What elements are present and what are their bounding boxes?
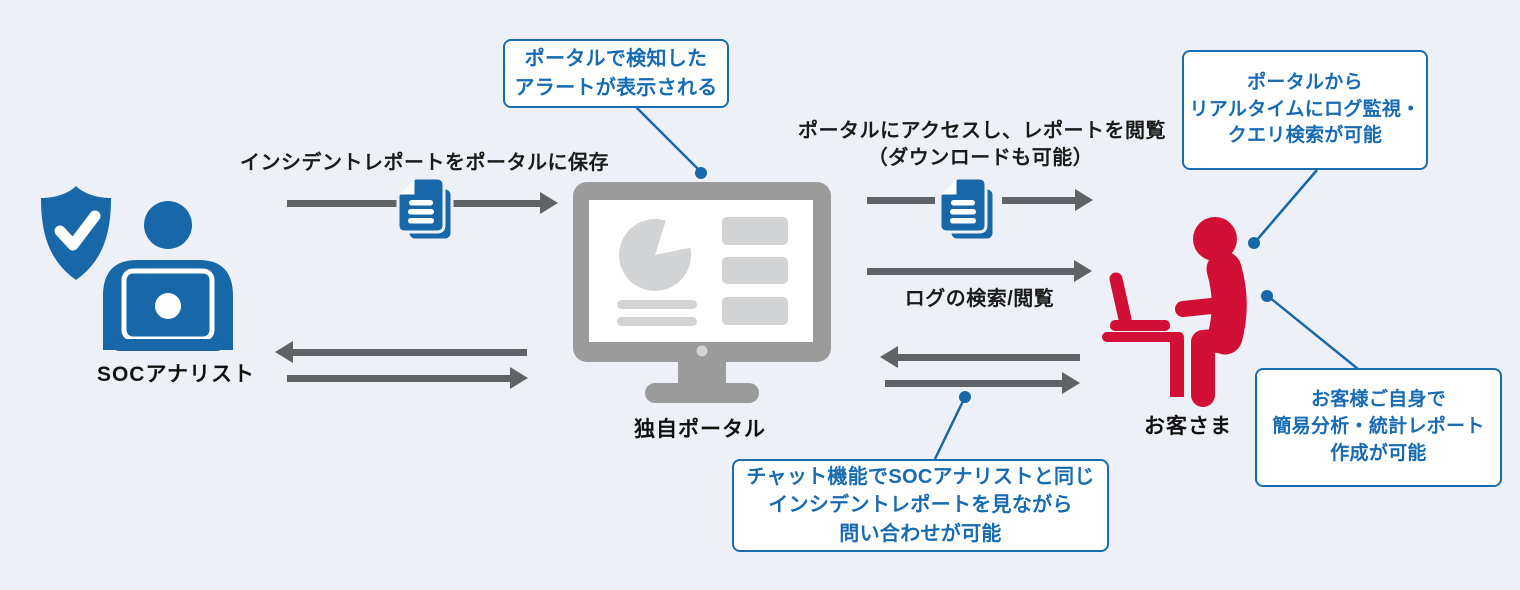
callout-realtime-line3: クエリ検索が可能 bbox=[1227, 125, 1383, 147]
callout-self-analysis-line2: 簡易分析・統計レポート bbox=[1272, 416, 1485, 438]
callout-chat-line2: インシデントレポートを見ながら bbox=[768, 494, 1073, 517]
callout-self-analysis: お客様ご自身で 簡易分析・統計レポート 作成が可能 bbox=[1255, 368, 1502, 487]
customer-label: お客さま bbox=[1144, 415, 1232, 438]
callout-realtime-line2: リアルタイムにログ監視・ bbox=[1189, 98, 1421, 120]
callout-realtime: ポータルから リアルタイムにログ監視・ クエリ検索が可能 bbox=[1182, 50, 1428, 170]
connector-alert-to-portal bbox=[635, 106, 707, 179]
connector-chat-to-arrows bbox=[933, 391, 971, 460]
callout-realtime-line1: ポータルから bbox=[1247, 71, 1363, 93]
callout-alert: ポータルで検知した アラートが表示される bbox=[503, 39, 729, 108]
callout-chat-line3: 問い合わせが可能 bbox=[839, 522, 1002, 545]
customer-at-desk-icon bbox=[1095, 213, 1280, 408]
flow-view-report-sub: （ダウンロードも可能） bbox=[867, 147, 1094, 169]
connector-selfanalysis-to-customer bbox=[1261, 290, 1359, 370]
portal-monitor-icon bbox=[572, 182, 832, 404]
flow-log-search-label: ログの検索/閲覧 bbox=[904, 288, 1055, 310]
flow-save-report-label: インシデントレポートをポータルに保存 bbox=[240, 152, 609, 174]
shield-check-icon bbox=[38, 184, 114, 282]
callout-chat: チャット機能でSOCアナリストと同じ インシデントレポートを見ながら 問い合わせ… bbox=[732, 459, 1109, 552]
callout-self-analysis-line1: お客様ご自身で bbox=[1310, 389, 1447, 411]
callout-alert-line1: ポータルで検知した bbox=[524, 48, 708, 71]
report-document-icon bbox=[396, 176, 454, 242]
soc-analyst-label: SOCアナリスト bbox=[96, 363, 256, 386]
portal-label: 独自ポータル bbox=[634, 418, 766, 441]
report-document-icon bbox=[938, 176, 996, 242]
callout-chat-line1: チャット機能でSOCアナリストと同じ bbox=[746, 465, 1095, 488]
connector-realtime-to-customer bbox=[1248, 169, 1318, 249]
callout-alert-line2: アラートが表示される bbox=[514, 76, 718, 99]
flow-view-report-label: ポータルにアクセスし、レポートを閲覧 bbox=[798, 120, 1166, 142]
callout-self-analysis-line3: 作成が可能 bbox=[1330, 442, 1427, 464]
analyst-at-laptop-icon bbox=[95, 198, 245, 353]
